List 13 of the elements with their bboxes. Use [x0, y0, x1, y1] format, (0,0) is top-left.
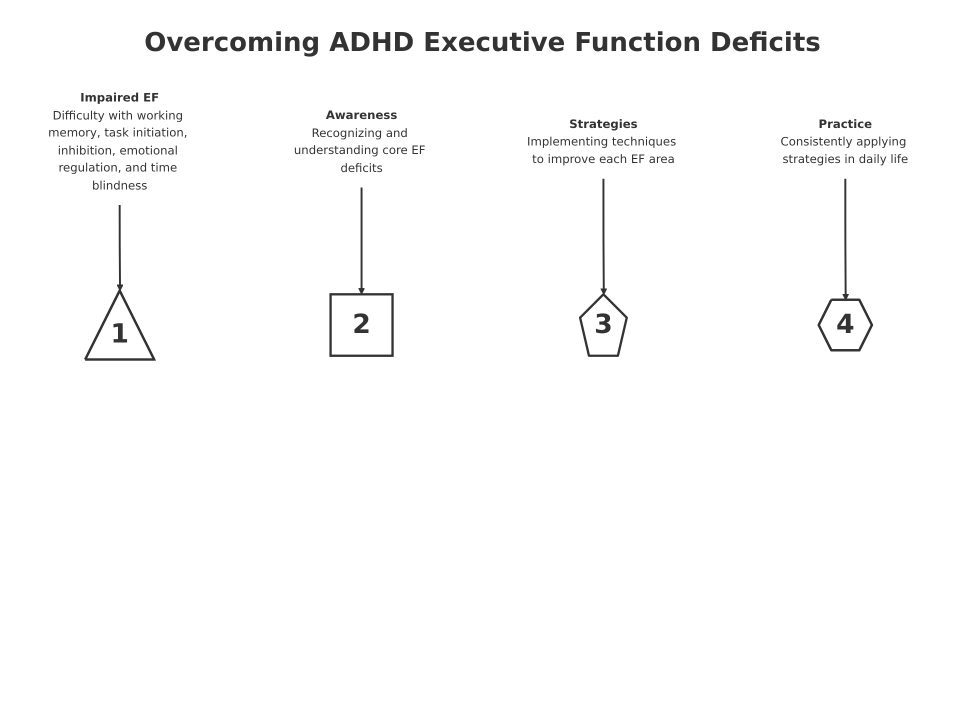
- step-description: Strategies Implementing techniques to improve each EF area: [527, 116, 676, 166]
- pentagon-node: 3: [578, 293, 628, 357]
- arrow: [600, 178, 608, 295]
- hexagon-node: 4: [818, 298, 874, 352]
- step-description: Practice Consistently applying strategies in daily life: [780, 116, 908, 166]
- step-description: Impaired EF Difficulty with working memory, task initiation, inhibition, emotional regulation, and time blindness: [48, 90, 188, 192]
- square-node: 2: [329, 293, 394, 357]
- step-description: Awareness Recognizing and understanding core EF deficits: [294, 108, 426, 175]
- arrow: [358, 188, 365, 295]
- arrow: [842, 178, 850, 300]
- triangle-node: 1: [84, 289, 156, 361]
- title: Overcoming ADHD Executive Function Deficits: [144, 28, 821, 58]
- arrow: [116, 205, 124, 292]
